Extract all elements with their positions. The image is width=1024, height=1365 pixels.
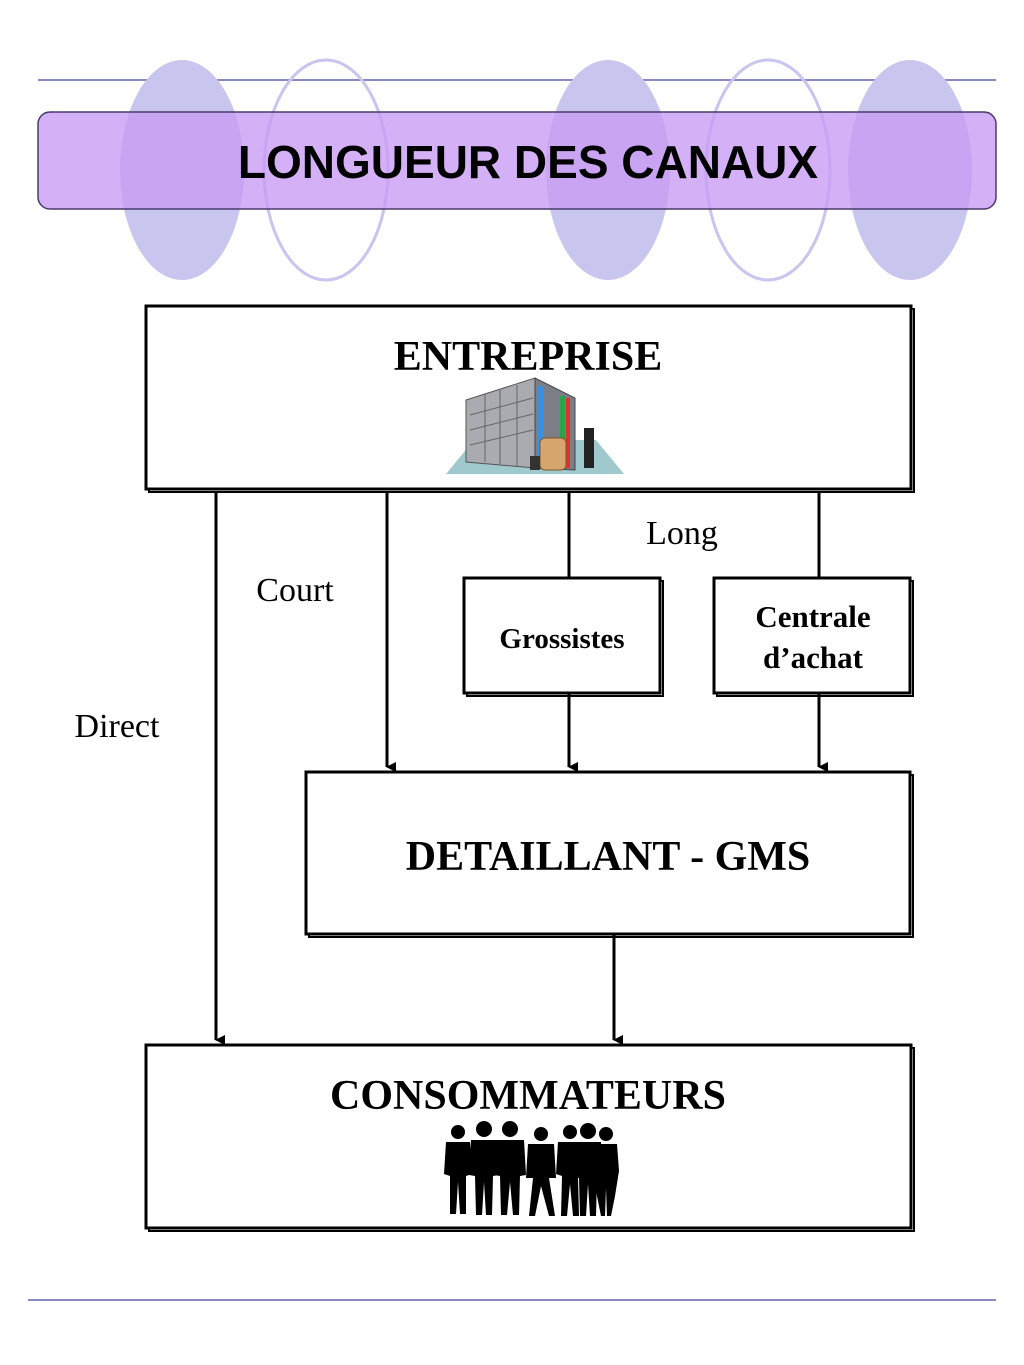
consommateurs-box (144, 1043, 913, 1230)
grossistes-box (462, 576, 662, 695)
title-band (37, 111, 997, 210)
entreprise-label: ENTREPRISE (394, 334, 662, 380)
centrale-box (712, 576, 912, 695)
people-silhouettes-icon (444, 1121, 619, 1216)
detaillant-label: DETAILLANT - GMS (406, 834, 811, 880)
label-court: Court (256, 572, 334, 609)
slide-title: LONGUEUR DES CANAUX (238, 136, 818, 188)
grossistes-label: Grossistes (499, 623, 624, 655)
label-direct: Direct (75, 708, 161, 745)
detaillant-box (304, 770, 912, 936)
factory-building-icon (446, 377, 624, 474)
consommateurs-label: CONSOMMATEURS (330, 1073, 726, 1119)
centrale-label-line2: d’achat (763, 640, 864, 675)
centrale-label-line1: Centrale (755, 599, 870, 634)
label-long: Long (646, 515, 718, 552)
